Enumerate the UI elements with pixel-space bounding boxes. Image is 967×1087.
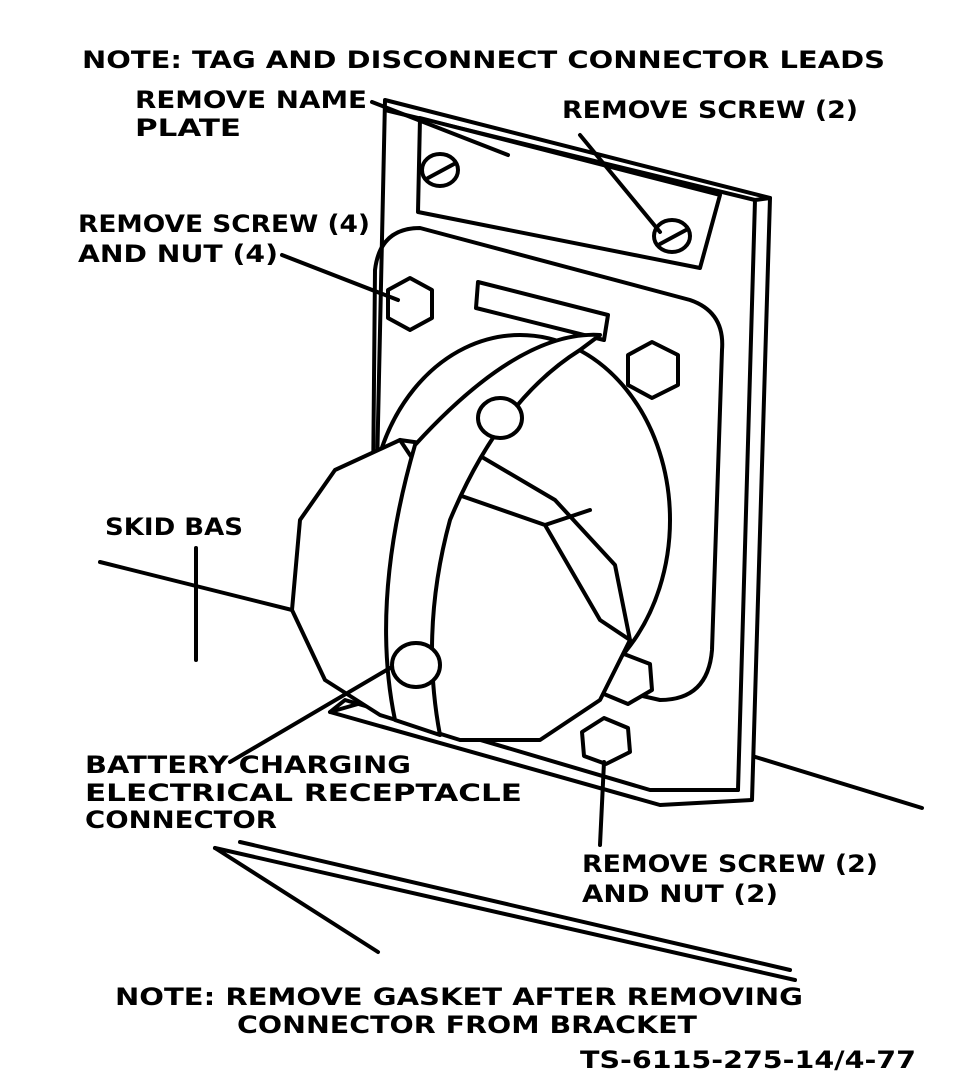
bottom-note: NOTE: REMOVE GASKET AFTER REMOVING: [115, 983, 803, 1011]
callout-connector: ELECTRICAL RECEPTACLE: [85, 779, 522, 807]
top-note: NOTE: TAG AND DISCONNECT CONNECTOR LEADS: [82, 46, 885, 74]
nameplate-screw: [652, 218, 692, 254]
callout-connector: CONNECTOR: [85, 806, 277, 834]
hex-bolt: [386, 276, 434, 332]
flange-slot: [474, 280, 610, 342]
callout-name-plate: REMOVE NAME: [135, 86, 367, 114]
leader-lines: [194, 100, 797, 982]
nameplate-screw: [420, 152, 460, 188]
hex-bolt: [580, 716, 632, 766]
callout-skid-base: SKID BAS: [105, 513, 243, 541]
name-plate: [416, 116, 722, 270]
callout-connector: BATTERY CHARGING: [85, 751, 411, 779]
bottom-note: CONNECTOR FROM BRACKET: [237, 1011, 698, 1039]
callout-screw-nut-2: REMOVE SCREW (2): [582, 850, 878, 878]
callout-screw-nut-2: AND NUT (2): [582, 880, 778, 908]
hex-bolt: [626, 340, 680, 400]
callout-screw-nut-4: AND NUT (4): [78, 240, 278, 268]
receptacle-flange: [370, 226, 725, 702]
callout-name-plate: PLATE: [135, 114, 241, 142]
callout-screw-top: REMOVE SCREW (2): [562, 96, 858, 124]
battery-charging-receptacle: [290, 332, 672, 742]
callout-screw-nut-4: REMOVE SCREW (4): [78, 210, 370, 238]
figure-id: TS-6115-275-14/4-77: [580, 1046, 916, 1074]
